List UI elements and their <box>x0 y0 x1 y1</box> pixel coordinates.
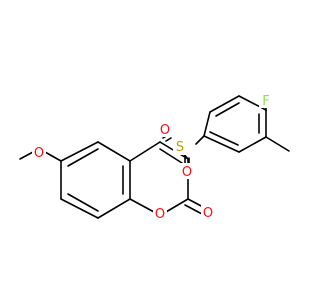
bond-c8-c7 <box>60 198 99 219</box>
molecule-diagram: O O O S O O F <box>19 92 290 222</box>
bond-s-aryl <box>195 135 205 145</box>
bond-ar-c6-c1 <box>203 135 240 153</box>
bond-c8a-c8 <box>97 198 131 219</box>
atom-labels: O O O S O O F <box>32 92 273 222</box>
atom-sulfonyl-oxygen-upper: O <box>160 123 170 138</box>
bonds <box>19 95 290 219</box>
bond-o1-c8a <box>129 198 155 213</box>
bond-ar-methyl <box>265 136 290 152</box>
bond-c8-c7-inner <box>67 193 99 212</box>
bond-c4-c3-inner <box>159 148 183 164</box>
atom-sulfonyl-oxygen-lower: O <box>182 165 192 180</box>
bond-c6-c5 <box>60 141 99 162</box>
bond-ar-c6-c1-inner <box>209 131 239 146</box>
bond-c6-c5-inner <box>67 148 99 167</box>
atom-methoxy-oxygen: O <box>34 146 44 161</box>
atom-fluorine: F <box>262 94 269 109</box>
bond-c5-c4a <box>97 141 131 162</box>
bond-ar-c2-c3 <box>209 95 240 113</box>
structure-drawing: O O O S O O F <box>19 92 290 222</box>
bond-ar-c2-c3-inner <box>215 102 240 117</box>
bond-c4a-c4 <box>129 141 161 162</box>
bond-ar-c1-c2 <box>203 111 211 137</box>
bond-methyl-o <box>19 151 34 160</box>
atom-carbonyl-oxygen: O <box>203 206 213 221</box>
bond-c2-carbonyl-o-double <box>184 204 203 215</box>
bond-ar-c5-c6 <box>238 136 267 153</box>
bond-c2-o1 <box>165 198 189 213</box>
bond-s-o-upper-double <box>165 137 172 142</box>
bond-o-c6 <box>44 151 62 162</box>
atom-ring-oxygen: O <box>155 207 165 222</box>
atom-sulfur: S <box>176 140 184 155</box>
